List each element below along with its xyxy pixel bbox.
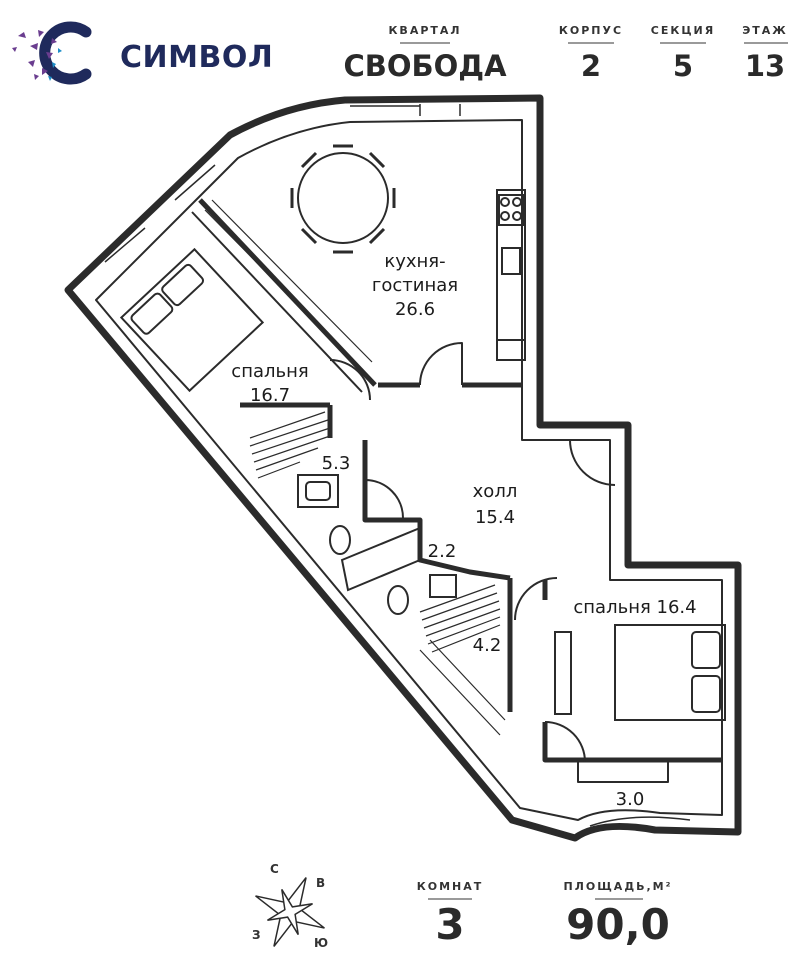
door-closet <box>544 721 586 763</box>
room-closet-area: 4.2 <box>472 635 502 656</box>
room-hall-label: холл <box>472 481 518 502</box>
brand-logo <box>8 18 116 88</box>
compass-east: В <box>316 876 326 890</box>
door-bath1 <box>364 479 404 519</box>
bed2-icon <box>554 624 726 721</box>
door-kitchen <box>419 342 463 386</box>
compass-west: З <box>252 928 261 942</box>
building-label: КОРПУС <box>558 24 624 37</box>
bedroom2-left-wall <box>542 580 722 763</box>
rooms-count-label: КОМНАТ <box>416 880 484 893</box>
bed-icon <box>119 247 265 393</box>
partition-wall-1b <box>191 211 363 393</box>
area-value: 90,0 <box>566 900 670 949</box>
room-bedroom2-label: спальня 16.4 <box>573 597 697 618</box>
door-bedroom1 <box>329 359 371 401</box>
window-left <box>104 164 216 263</box>
building-value: 2 <box>580 49 602 83</box>
building-divider <box>568 42 614 44</box>
area-divider <box>595 898 643 900</box>
section-label: СЕКЦИЯ <box>650 24 716 37</box>
floor-divider <box>744 42 788 44</box>
quarter-value: СВОБОДА <box>343 49 507 83</box>
balcony-wall <box>577 760 669 783</box>
outer-wall <box>64 94 742 842</box>
room-balcony-area: 3.0 <box>615 789 645 810</box>
area-label: ПЛОЩАДЬ,М² <box>563 880 673 893</box>
closet-hatch <box>419 584 506 736</box>
kitchen-counter-icon <box>496 189 526 361</box>
section-value: 5 <box>672 49 694 83</box>
section-divider <box>660 42 706 44</box>
bathroom-fixtures-icon <box>297 474 421 592</box>
bath-top-wall <box>240 402 333 438</box>
rooms-count-value: 3 <box>435 900 465 949</box>
room-kitchen-line2: гостиная <box>371 275 459 296</box>
dining-table-icon <box>290 144 396 254</box>
door-bedroom2 <box>514 577 558 621</box>
wardrobe-hatch <box>204 199 373 479</box>
room-bedroom1-area: 16.7 <box>249 385 291 406</box>
compass-south: Ю <box>314 936 329 950</box>
toilet-icon <box>387 574 457 615</box>
floor-value: 13 <box>744 49 786 83</box>
quarter-label: КВАРТАЛ <box>388 24 462 37</box>
rooms-count-divider <box>428 898 472 900</box>
window-top <box>350 104 461 116</box>
room-kitchen-area: 26.6 <box>394 299 436 320</box>
door-entry <box>569 439 616 486</box>
quarter-divider <box>400 42 450 44</box>
inner-wall-outline <box>95 119 723 821</box>
room-kitchen-line1: кухня- <box>384 251 446 272</box>
logo-mark-icon <box>12 21 92 85</box>
room-bathroom1-area: 5.3 <box>321 453 351 474</box>
room-hall-area: 15.4 <box>474 507 516 528</box>
window-balcony <box>589 816 691 827</box>
brand-name: СИМВОЛ <box>120 40 274 75</box>
room-bathroom2-area: 2.2 <box>427 541 457 562</box>
partition-wall-1 <box>198 198 377 387</box>
compass-north: С <box>270 862 279 876</box>
floor-label: ЭТАЖ <box>742 24 788 37</box>
room-bedroom1-label: спальня <box>231 361 309 382</box>
